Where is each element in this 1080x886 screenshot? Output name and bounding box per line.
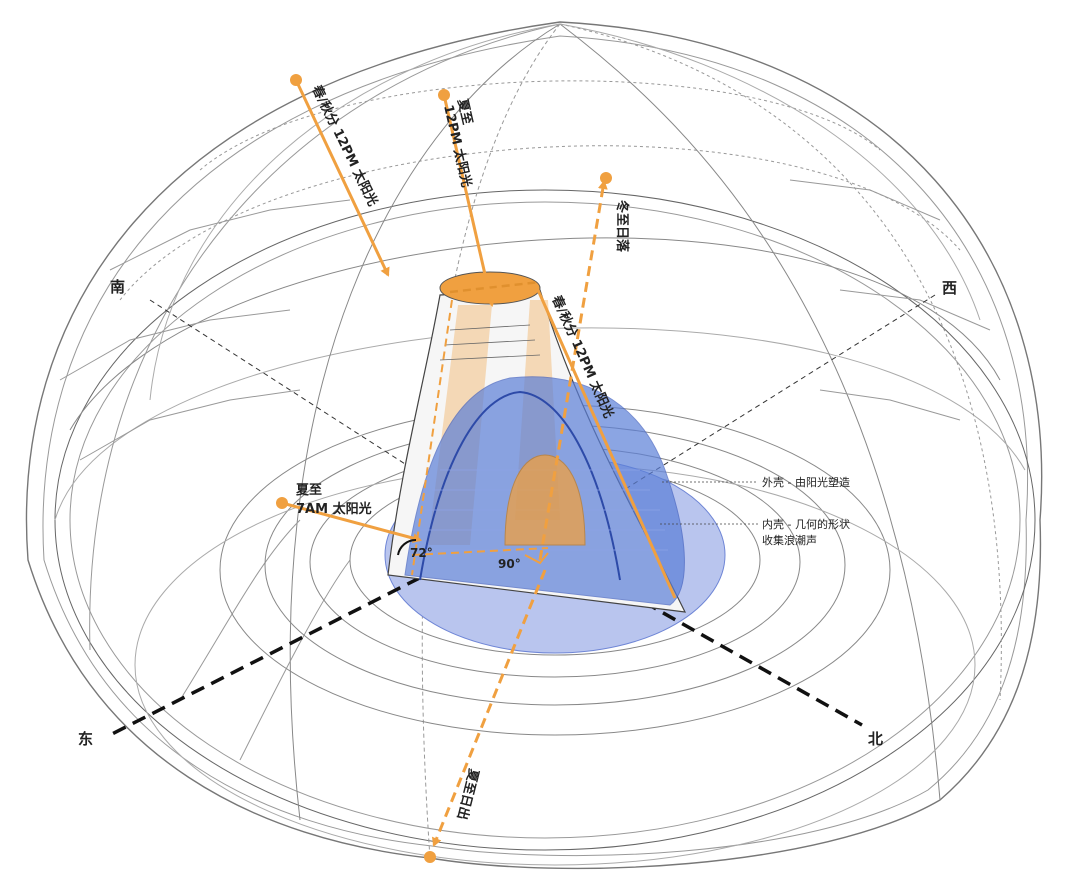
angle-label-72: 72°	[410, 546, 433, 560]
angle-arc-72	[397, 538, 417, 556]
direction-north: 北	[868, 730, 883, 748]
dome-longitude	[559, 23, 941, 801]
label-winter-sunset: 冬至日落	[614, 200, 630, 253]
label-summer-noon-1: 夏至	[454, 97, 475, 127]
ray-base-dash	[411, 547, 549, 556]
annotation-inner-shell-1: 内壳 - 几何的形状	[762, 517, 850, 531]
axis-north	[547, 546, 863, 727]
sun-point	[424, 851, 436, 863]
axis-west	[559, 294, 936, 531]
dome-longitude	[289, 23, 561, 821]
ray-summer-7am	[281, 501, 422, 544]
ray-equinox-noon-right	[536, 289, 677, 599]
dome-outline-inner	[42, 35, 1028, 857]
direction-south: 南	[110, 278, 125, 296]
direction-east: 东	[78, 730, 93, 748]
shell-ribs	[439, 324, 541, 361]
dome-latitude	[199, 80, 881, 171]
annotation-leaders	[660, 481, 758, 525]
angle-label-90: 90°	[498, 557, 521, 571]
dome-latitude	[119, 145, 961, 301]
sun-point	[600, 172, 612, 184]
sun-points	[276, 74, 612, 863]
dome-longitude	[149, 23, 561, 401]
ray-equinox-noon-left	[294, 79, 390, 277]
ray-inner-dash	[411, 299, 453, 576]
ray-summer-sunrise	[431, 569, 547, 847]
oculus-dash	[449, 280, 541, 294]
dome-longitude	[89, 23, 561, 651]
sun-point	[438, 89, 450, 101]
label-summer-sunrise: 夏至日出	[454, 766, 482, 821]
inner-shell	[404, 376, 685, 606]
sun-point	[290, 74, 302, 86]
annotation-outer-shell: 外壳 - 由阳光塑造	[762, 475, 850, 489]
label-equinox-noon-left: 春/秋分 12PM 太阳光	[308, 82, 381, 209]
sun-point	[276, 497, 288, 509]
right-angle-mark	[524, 552, 549, 565]
dome-grid	[789, 179, 991, 421]
ray-summer-noon	[442, 94, 496, 307]
direction-west: 西	[942, 279, 957, 297]
label-summer-7am-1: 夏至	[295, 483, 322, 498]
sun-rays	[281, 79, 677, 847]
label-summer-7am-2: 7AM 太阳光	[296, 501, 372, 517]
sky-dome	[25, 21, 1043, 870]
inner-arch	[419, 390, 621, 581]
dome-longitude	[559, 23, 1002, 701]
dome-outline	[25, 21, 1043, 870]
dome-grid	[59, 199, 351, 461]
horizon-ring-2	[69, 201, 1021, 839]
inner-apse	[504, 454, 586, 546]
annotation-inner-shell-2: 收集浪潮声	[762, 533, 817, 547]
dome-grid	[179, 519, 351, 761]
dome-longitude	[559, 23, 981, 321]
